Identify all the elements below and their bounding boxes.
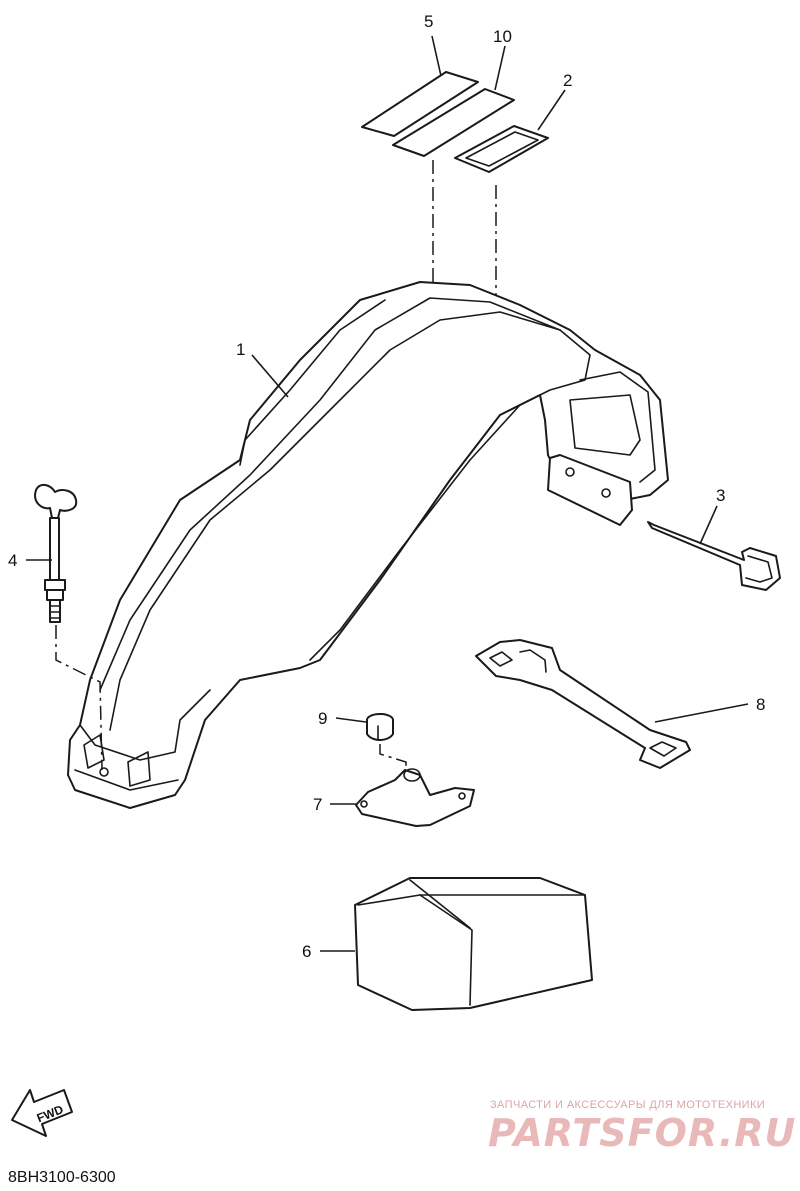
rubber-block xyxy=(354,877,593,1011)
rear-fender xyxy=(67,281,669,809)
callout-6: 6 xyxy=(302,942,311,961)
plate-bracket xyxy=(355,768,475,827)
decal-5 xyxy=(361,71,479,137)
callout-10: 10 xyxy=(493,27,512,46)
part-code: 8BH3100-6300 xyxy=(8,1169,116,1186)
fwd-arrow-icon xyxy=(11,1089,73,1137)
callout-2: 2 xyxy=(563,71,572,90)
decal-10 xyxy=(392,88,515,157)
callout-4: 4 xyxy=(8,551,17,570)
callout-3: 3 xyxy=(716,486,725,505)
nut xyxy=(366,713,394,741)
rod xyxy=(647,521,781,591)
callout-5: 5 xyxy=(424,12,433,31)
watermark-site: PARTSFOR.RU xyxy=(488,1111,796,1155)
strap-bracket xyxy=(475,639,691,769)
decal-2 xyxy=(454,125,549,173)
callout-1: 1 xyxy=(236,340,245,359)
watermark-tagline: ЗАПЧАСТИ И АКСЕССУАРЫ ДЛЯ МОТОТЕХНИКИ xyxy=(490,1099,765,1111)
callout-7: 7 xyxy=(313,795,322,814)
callout-8: 8 xyxy=(756,695,765,714)
wing-bolt xyxy=(34,484,78,623)
callout-9: 9 xyxy=(318,709,327,728)
